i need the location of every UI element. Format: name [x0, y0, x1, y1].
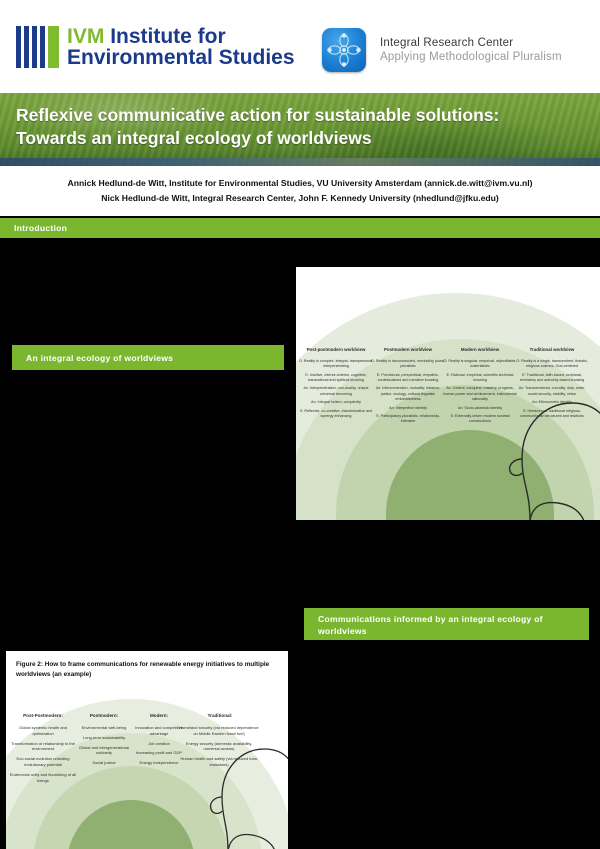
figure1-column-title-3: Traditional worldview [529, 347, 575, 352]
title-banner-strip [0, 158, 600, 166]
figure2-column-body-3: Homeland security (via reduced dependenc… [178, 725, 260, 772]
f1-c2-i3: An: Socio-atomistic identity [457, 405, 503, 410]
figure-2-framing-communications: Figure 2: How to frame communications fo… [6, 651, 288, 849]
f2-c3-i0: Homeland security (via reduced dependenc… [179, 725, 259, 736]
f1-c0-i0: O: Reality is complex, integral, transpe… [298, 359, 374, 369]
poster-title: Reflexive communicative action for susta… [16, 104, 499, 151]
f1-c1-i1: E: Provisional, perspectival, empathic, … [376, 372, 440, 383]
figure2-column-title-2: Modern: [149, 713, 169, 718]
irc-name: Integral Research Center [380, 37, 514, 49]
figure2-column-body-1: Environmental well-being Long-term susta… [75, 725, 133, 770]
f2-c2-i0: Innovation and competitive advantage [135, 725, 183, 736]
f2-c2-i2: Increasing profit and GDP [135, 750, 183, 756]
f2-c1-i3: Social justice [92, 760, 116, 766]
f1-c2-i4: S: Externally-driven modern societal con… [450, 413, 510, 424]
figure1-column-body-1: O: Reality is deconstructed, irreducibly… [370, 359, 446, 428]
f2-c0-i0: Global systemic health and optimization [18, 725, 68, 736]
f1-c0-i1: E: Intuitive, interior-exterior, cogniti… [305, 372, 367, 383]
f2-c1-i1: Long-term sustainability [82, 734, 126, 740]
ivm-bars-logo-icon [16, 26, 59, 69]
f1-c3-i1: E: Traditional, faith-based, scriptural,… [519, 372, 585, 383]
figure2-column-title-0: Post-Postmodern: [23, 713, 63, 718]
f1-c1-i2: Ax: Interconnection, mutuality, balance,… [375, 386, 441, 402]
f1-c2-i1: E: Rational, empirical, scientific-techn… [446, 372, 514, 383]
f1-c1-i4: S: Participatory-pluralistic, relationsh… [376, 413, 440, 424]
f1-c0-i2: Ax: Interpenetration, non-duality, uniqu… [303, 386, 369, 396]
unrendered-footer-strip [0, 838, 600, 849]
figure1-column-body-3: O: Reality is a single, transcendent, th… [514, 359, 590, 422]
f2-c0-i3: Eudemonic unity and flourishing of all b… [9, 771, 77, 783]
section-header-communications: Communications informed by an integral e… [304, 608, 589, 640]
unrendered-left-column-upper [0, 370, 296, 520]
figure2-column-body-0: Global systemic health and optimization … [9, 725, 77, 787]
author-block: Annick Hedlund-de Witt, Institute for En… [0, 166, 600, 216]
f2-c3-i1: Energy security (domestic availability, … [185, 740, 253, 752]
f1-c1-i0: O: Reality is deconstructed, irreducibly… [371, 359, 445, 369]
figure2-column-title-1: Postmodern: [89, 713, 119, 718]
figure1-column-title-2: Modern worldview [460, 347, 500, 352]
title-banner: Reflexive communicative action for susta… [0, 93, 600, 166]
unrendered-left-column-lower [0, 608, 304, 651]
f1-c0-i3: An: Integral holism, complexity [310, 400, 361, 405]
unrendered-mid-band [0, 520, 600, 608]
figure1-column-title-1: Postmodern worldview [383, 347, 433, 352]
ivm-logo: IVM Institute for Environmental Studies [16, 26, 295, 69]
f1-c2-i0: O: Reality is singular, empirical, objec… [443, 359, 517, 369]
f2-c2-i1: Job creation [148, 740, 170, 746]
f1-c0-i4: S: Reflexive, co-creative, transformativ… [299, 408, 373, 418]
ivm-acronym: IVM [67, 25, 105, 48]
author-line-1: Annick Hedlund-de Witt, Institute for En… [67, 177, 533, 188]
ivm-line2: Environmental Studies [67, 46, 295, 70]
poster-title-line1: Reflexive communicative action for susta… [16, 105, 500, 125]
human-head-silhouette-icon [209, 748, 288, 849]
poster-header: IVM Institute for Environmental Studies [0, 0, 600, 93]
f1-c2-i2: Ax: Control, conquest, mastery, progress… [443, 386, 517, 402]
f1-c3-i2: Ax: Transcendence, morality, duty, order… [518, 386, 586, 396]
figure1-column-body-2: O: Reality is singular, empirical, objec… [442, 359, 518, 428]
f1-c3-i0: O: Reality is a single, transcendent, th… [516, 359, 588, 369]
figure1-column-body-0: O: Reality is complex, integral, transpe… [298, 359, 374, 422]
figure2-column-title-3: Traditional: [207, 713, 233, 718]
f2-c2-i3: Energy independence [139, 760, 179, 766]
f1-c3-i4: S: Hierarchical, traditional religious-c… [520, 408, 584, 418]
figure2-caption: Figure 2: How to frame communications fo… [16, 661, 270, 678]
f2-c0-i1: Transformation of relationship to the en… [11, 740, 75, 752]
section-header-introduction: Introduction [0, 218, 600, 238]
figure1-column-title-0: Post-postmodern worldview [306, 347, 366, 352]
figure2-column-body-2: Innovation and competitive advantage Job… [126, 725, 192, 770]
f1-c1-i3: An: Interpretive identity [389, 405, 427, 410]
human-head-silhouette-icon [508, 402, 600, 520]
unrendered-right-column-lower [304, 640, 600, 849]
f2-c3-i2: Human health and safety (via reduced tox… [180, 756, 258, 767]
integral-research-center-mandala-icon [322, 28, 366, 72]
poster-title-line2: Towards an integral ecology of worldview… [16, 128, 372, 149]
author-line-2: Nick Hedlund-de Witt, Integral Research … [101, 193, 499, 203]
irc-tagline: Applying Methodological Pluralism [380, 51, 562, 63]
f2-c0-i2: Eco-social evolution unfolding evolution… [16, 756, 70, 767]
f2-c1-i2: Global and intergenerational solidarity [78, 744, 130, 756]
section-header-integral-ecology: An integral ecology of worldviews [12, 345, 284, 370]
figure-1-integral-ecology-of-worldviews: Post-postmodern worldview O: Reality is … [296, 267, 600, 520]
f2-c1-i0: Environmental well-being [81, 725, 127, 730]
f1-c3-i3: An: Ethnocentric identity [532, 400, 572, 405]
irc-logo: Integral Research Center Applying Method… [322, 28, 562, 72]
ivm-line1: Institute for [110, 25, 226, 48]
